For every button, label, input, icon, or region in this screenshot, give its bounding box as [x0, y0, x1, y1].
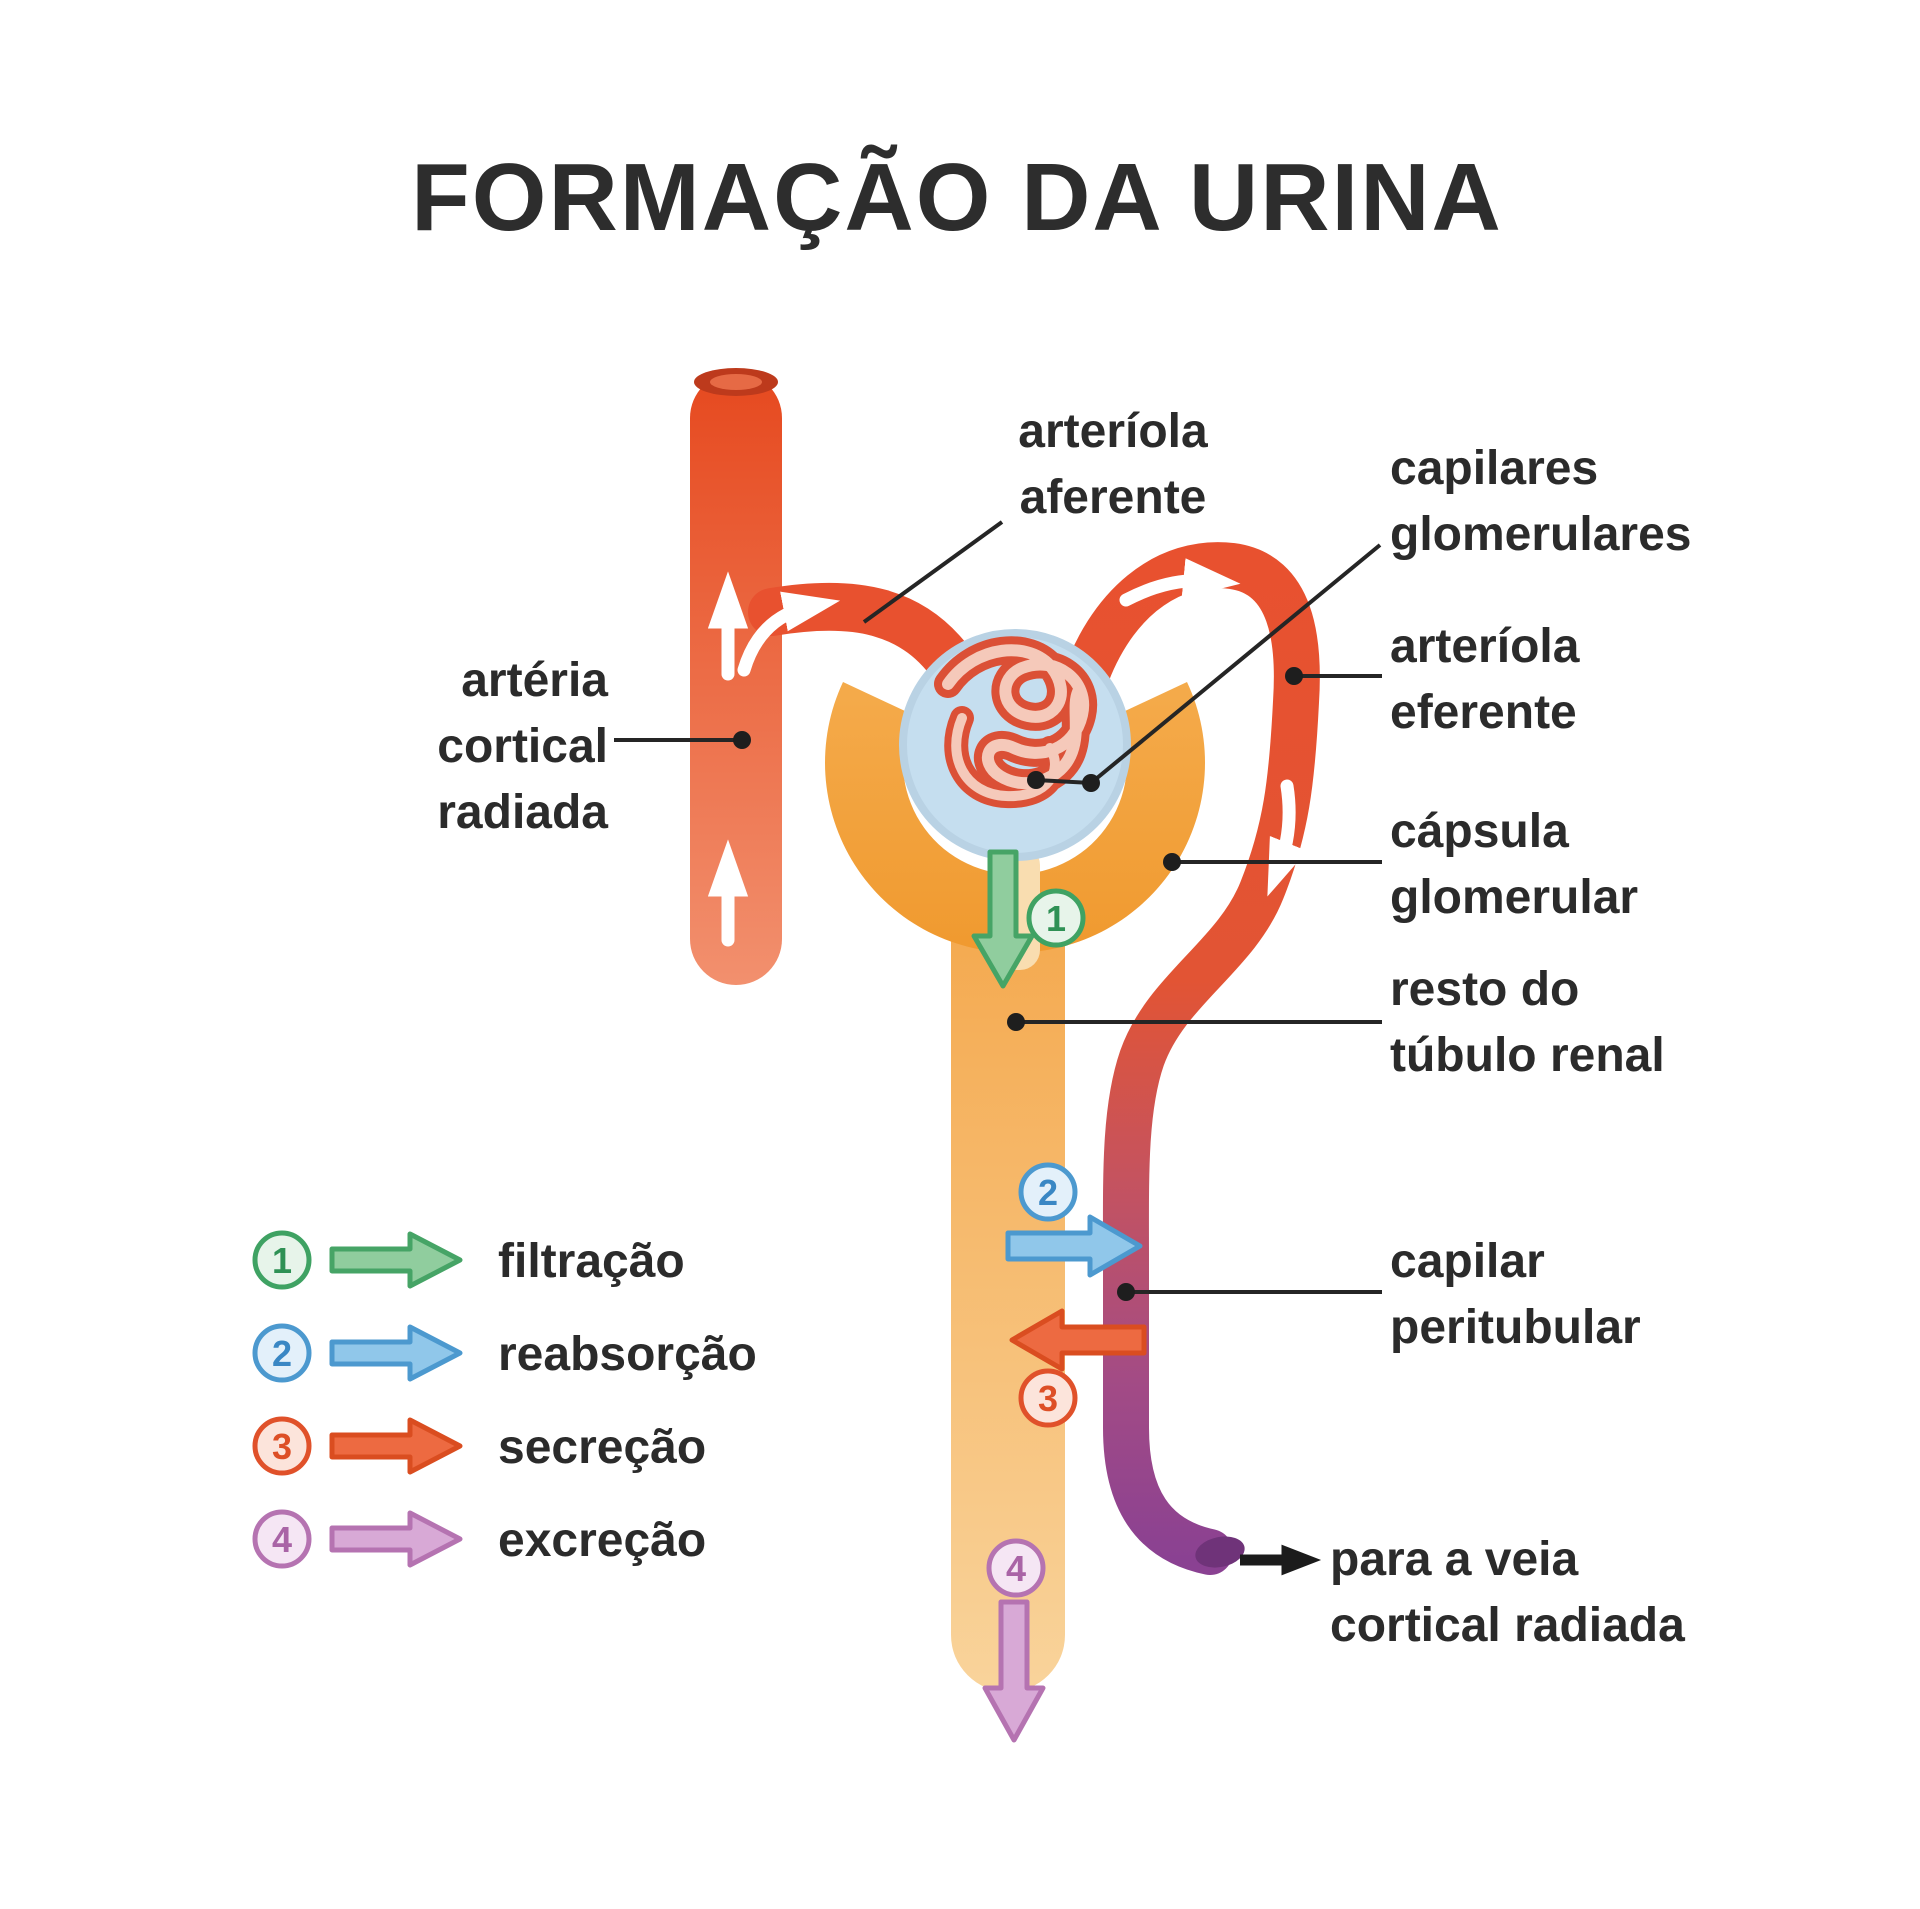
label-capilar-peritubular: capilar	[1390, 1235, 1545, 1288]
label-capsula-glomerular: glomerular	[1390, 871, 1638, 924]
flow-loop-arrow-icon	[1119, 558, 1241, 607]
artery-body	[690, 372, 782, 985]
legend-item-filtracao: 1 filtração	[252, 1230, 685, 1290]
badge-number: 2	[1038, 1172, 1058, 1213]
page-title: FORMAÇÃO DA URINA	[411, 143, 1503, 251]
glomerular-capsule	[825, 682, 1205, 953]
label-resto-tubulo-renal: resto do	[1390, 963, 1579, 1016]
callout-lines	[614, 520, 1382, 1576]
step-badge-4: 4	[986, 1538, 1046, 1598]
badge-circle	[1018, 1368, 1078, 1428]
callout-dot	[1007, 1013, 1025, 1031]
label-para-veia: cortical radiada	[1330, 1599, 1685, 1652]
excretion-arrow-icon	[982, 1599, 1046, 1743]
step-badge-3: 3	[1018, 1368, 1078, 1428]
legend-item-secrecao: 3 secreção	[252, 1416, 706, 1476]
label-resto-tubulo-renal: túbulo renal	[1390, 1029, 1665, 1082]
callout-line-aferente	[862, 520, 1004, 624]
legend-badge-number: 1	[272, 1240, 292, 1281]
label-para-veia: para a veia	[1330, 1533, 1578, 1586]
legend-arrow-icon	[329, 1417, 463, 1475]
step-badge-2: 2	[1018, 1162, 1078, 1222]
legend-label: secreção	[498, 1421, 706, 1474]
legend-badge-circle	[252, 1230, 312, 1290]
badge-number: 4	[1006, 1548, 1026, 1589]
callout-dot	[1285, 667, 1303, 685]
afferent-arteriole	[748, 582, 980, 694]
legend-badge-number: 2	[272, 1333, 292, 1374]
legend-badge-circle	[252, 1323, 312, 1383]
flow-branch-arrow-icon	[737, 591, 841, 677]
label-arteriola-aferente: arteríola	[1018, 405, 1208, 458]
legend-badge-circle	[252, 1416, 312, 1476]
secretion-arrow-icon	[1009, 1308, 1147, 1372]
badge-number: 1	[1046, 898, 1066, 939]
step-badge-1: 1	[1026, 888, 1086, 948]
glomerular-capillaries	[934, 636, 1098, 809]
badge-circle	[1026, 888, 1086, 948]
label-capsula-glomerular: cápsula	[1390, 805, 1569, 858]
label-capilares-glomerulares: glomerulares	[1390, 508, 1691, 561]
callout-dot	[1027, 771, 1045, 789]
badge-circle	[986, 1538, 1046, 1598]
label-arteria-cortical-radiada: artéria	[461, 654, 608, 707]
badge-number: 3	[1038, 1378, 1058, 1419]
label-capilares-glomerulares: capilares	[1390, 442, 1598, 495]
legend-label: filtração	[498, 1235, 685, 1288]
label-arteriola-eferente: eferente	[1390, 686, 1577, 739]
legend-label: excreção	[498, 1514, 706, 1567]
filtration-arrow-icon	[971, 849, 1035, 989]
label-arteria-cortical-radiada: radiada	[437, 786, 608, 839]
label-capilar-peritubular: peritubular	[1390, 1301, 1641, 1354]
legend-item-excrecao: 4 excreção	[252, 1509, 706, 1569]
legend-arrow-icon	[329, 1231, 463, 1289]
label-arteriola-aferente: aferente	[1020, 471, 1207, 524]
callout-dot	[733, 731, 751, 749]
callout-labels: arteríola aferente capilares glomerulare…	[437, 405, 1691, 1652]
legend-badge-circle	[252, 1509, 312, 1569]
legend-arrow-icon	[329, 1510, 463, 1568]
badge-circle	[1018, 1162, 1078, 1222]
vein-opening	[1195, 1536, 1245, 1568]
artery-lumen	[710, 374, 762, 390]
callout-dot	[1117, 1283, 1135, 1301]
legend-label: reabsorção	[498, 1328, 757, 1381]
legend-badge-number: 3	[272, 1426, 292, 1467]
reabsorption-arrow-icon	[1005, 1214, 1143, 1278]
label-arteriola-eferente: arteríola	[1390, 620, 1580, 673]
legend-arrow-icon	[329, 1324, 463, 1382]
legend: 1 filtração 2 reabsorção 3 secreção 4 ex…	[252, 1230, 757, 1569]
label-arteria-cortical-radiada: cortical	[437, 720, 608, 773]
cortical-radiate-artery	[690, 368, 782, 985]
renal-tubule	[951, 880, 1065, 1692]
legend-item-reabsorcao: 2 reabsorção	[252, 1323, 757, 1383]
callout-dot	[1082, 774, 1100, 792]
legend-badge-number: 4	[272, 1519, 292, 1560]
callout-dot	[1163, 853, 1181, 871]
